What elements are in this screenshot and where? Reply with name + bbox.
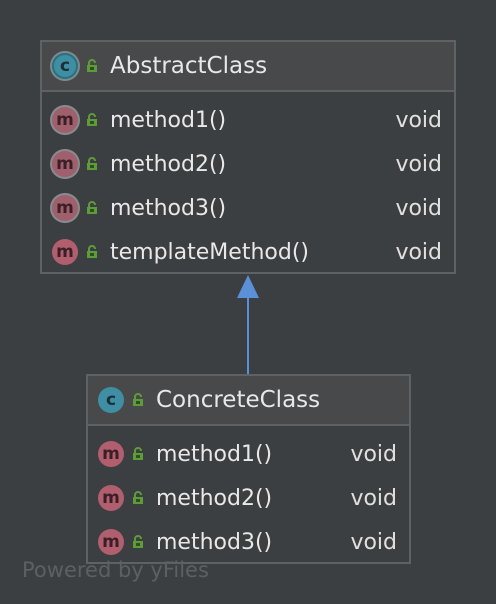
member-row[interactable]: m templateMethod() void bbox=[42, 230, 454, 274]
return-type: void bbox=[395, 195, 442, 221]
method-name: method3() bbox=[156, 529, 273, 555]
public-lock-icon bbox=[87, 245, 97, 258]
public-lock-icon bbox=[133, 393, 143, 406]
member-row[interactable]: m method1() void bbox=[88, 432, 409, 476]
public-lock-icon bbox=[133, 447, 143, 460]
return-type: void bbox=[395, 107, 442, 133]
member-row[interactable]: m method2() void bbox=[42, 142, 454, 186]
abstract-class-icon: c bbox=[52, 53, 78, 79]
concrete-class-node[interactable]: c ConcreteClass m method1() void m bbox=[86, 374, 411, 564]
method-name: method2() bbox=[156, 485, 273, 511]
member-row[interactable]: m method2() void bbox=[88, 476, 409, 520]
return-type: void bbox=[395, 151, 442, 177]
method-name: templateMethod() bbox=[110, 239, 309, 265]
method-icon: m bbox=[98, 441, 124, 467]
abstract-class-members: m method1() void m method2() void m bbox=[42, 92, 454, 274]
abstract-class-node[interactable]: c AbstractClass m method1() void m bbox=[40, 40, 456, 274]
inheritance-arrowhead bbox=[237, 275, 259, 298]
public-lock-icon bbox=[87, 201, 97, 214]
method-icon: m bbox=[98, 529, 124, 555]
return-type: void bbox=[395, 239, 442, 265]
concrete-class-members: m method1() void m method2() void m bbox=[88, 426, 409, 564]
abstract-method-icon: m bbox=[52, 151, 78, 177]
public-lock-icon bbox=[87, 59, 97, 72]
abstract-method-icon: m bbox=[52, 195, 78, 221]
return-type: void bbox=[350, 441, 397, 467]
public-lock-icon bbox=[87, 113, 97, 126]
member-row[interactable]: m method3() void bbox=[42, 186, 454, 230]
method-icon: m bbox=[98, 485, 124, 511]
method-name: method1() bbox=[110, 107, 227, 133]
public-lock-icon bbox=[87, 157, 97, 170]
public-lock-icon bbox=[133, 491, 143, 504]
abstract-method-icon: m bbox=[52, 107, 78, 133]
method-icon: m bbox=[52, 239, 78, 265]
return-type: void bbox=[350, 485, 397, 511]
watermark-text: Powered by yFiles bbox=[22, 558, 209, 582]
method-name: method3() bbox=[110, 195, 227, 221]
return-type: void bbox=[350, 529, 397, 555]
abstract-class-name: AbstractClass bbox=[110, 53, 268, 79]
member-row[interactable]: m method3() void bbox=[88, 520, 409, 564]
public-lock-icon bbox=[133, 535, 143, 548]
concrete-class-header: c ConcreteClass bbox=[88, 376, 409, 426]
method-name: method2() bbox=[110, 151, 227, 177]
method-name: method1() bbox=[156, 441, 273, 467]
abstract-class-header: c AbstractClass bbox=[42, 42, 454, 92]
class-icon: c bbox=[98, 387, 124, 413]
concrete-class-name: ConcreteClass bbox=[156, 387, 321, 413]
member-row[interactable]: m method1() void bbox=[42, 98, 454, 142]
